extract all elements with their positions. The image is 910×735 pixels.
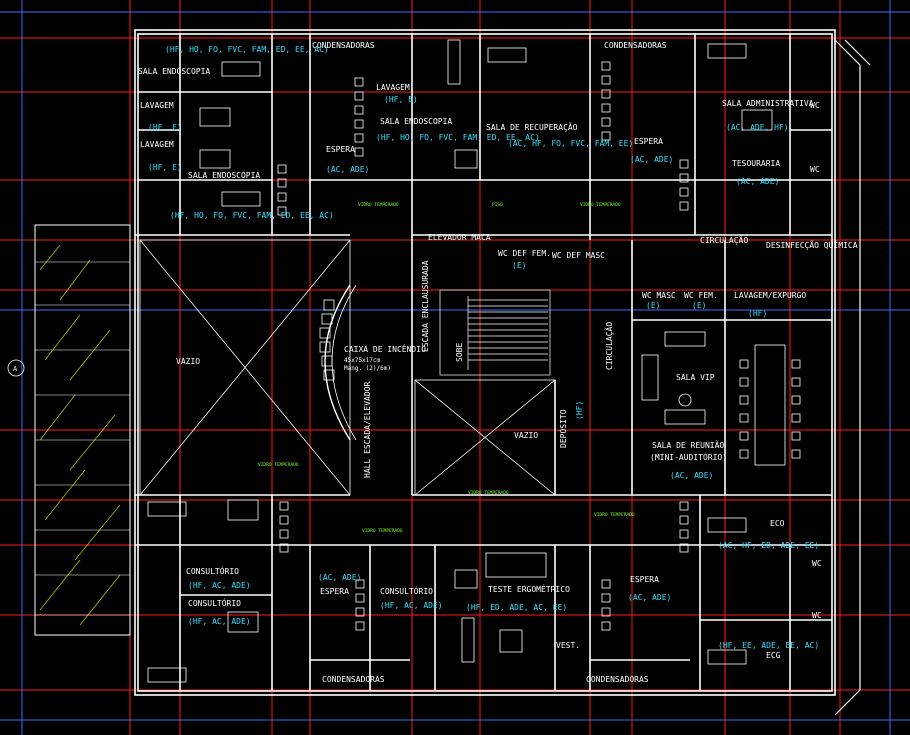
consultorio-2-spec: (HF, AC, ADE)	[188, 617, 251, 626]
vazio-left-void	[139, 239, 351, 496]
wc-def-fem: WC DEF FEM.	[498, 249, 551, 258]
section-marker-label: A	[13, 365, 18, 373]
lavagem-2-spec: (HF, E)	[148, 163, 182, 172]
espera-top-left: ESPERA	[326, 145, 355, 154]
espera-bottom-left: ESPERA	[320, 587, 349, 596]
lavagem-mid: LAVAGEM	[376, 83, 410, 92]
desinfeccao-quimica: DESINFECÇÃO QUÍMICA	[766, 239, 858, 250]
espera-top-right: ESPERA	[634, 137, 663, 146]
wc-masc-spec: (E)	[646, 301, 660, 310]
ecg-spec: (HF, EE, ADE, EE, AC)	[718, 641, 819, 650]
lavagem-expurgo: LAVAGEM/EXPURGO	[734, 291, 806, 300]
ecg: ECG	[766, 651, 781, 660]
right-facade	[834, 39, 871, 716]
espera-top-right-spec: (AC, ADE)	[630, 155, 673, 164]
glass-facade	[34, 224, 131, 636]
espera-bottom-left-spec: (AC, ADE)	[318, 573, 361, 582]
condensadoras-top-left: CONDENSADORAS	[312, 41, 375, 50]
subida: SOBE	[455, 343, 464, 362]
stair	[439, 289, 551, 376]
sala-recuperacao-spec: (AC, HF, FO, FVC, FAM, EE)	[508, 139, 633, 148]
espera-bottom-right-spec: (AC, ADE)	[628, 593, 671, 602]
vidro-temperado-note-4: VIDRO TEMPERADO	[468, 490, 509, 496]
espera-top-left-spec: (AC, ADE)	[326, 165, 369, 174]
hall-escada: HALL ESCADA/ELEVADOR	[363, 381, 372, 478]
wc-masc: WC MASC	[642, 291, 676, 300]
consultorio-1: CONSULTÓRIO	[186, 565, 239, 576]
vazio-center: VAZIO	[514, 431, 538, 440]
condensadoras-top-right: CONDENSADORAS	[604, 41, 667, 50]
deposito: DEPÓSITO	[557, 409, 568, 448]
vidro-temperado-note-6: VIDRO TEMPERADO	[362, 528, 403, 534]
escada-enclausurada: ESCADA ENCLAUSURADA	[421, 260, 430, 352]
vidro-temperado-note-3: VIDRO TEMPERADO	[258, 462, 299, 468]
sala-recuperacao: SALA DE RECUPERAÇÃO	[486, 122, 578, 132]
espera-bottom-right: ESPERA	[630, 575, 659, 584]
circulacao-top: CIRCULAÇÃO	[700, 235, 748, 245]
wc-def-fem-spec: (E)	[512, 261, 526, 270]
lavagem-mid-spec: (HF, E)	[384, 95, 418, 104]
lavagem-1-spec: (HF, E)	[148, 123, 182, 132]
caixa-incendio: CAIXA DE INCÊNDIO	[344, 343, 426, 354]
piso-note: PISO	[492, 202, 503, 208]
sala-reuniao-spec: (AC, ADE)	[670, 471, 713, 480]
wc-bottom-2: WC	[812, 611, 822, 620]
consultorio-3-spec: (HF, AC, ADE)	[380, 601, 443, 610]
circulacao-mid: CIRCULAÇÃO	[604, 322, 614, 370]
teste-ergometrico: TESTE ERGOMÉTRICO	[488, 583, 570, 594]
eco-spec: (AC, HF, ED, ADE, EE)	[718, 541, 819, 550]
sala-endoscopia-mid-spec: (HF, HO, FO, FVC, FAM, ED, EE, AC)	[376, 133, 540, 142]
tesouraria: TESOURARIA	[732, 159, 780, 168]
vidro-temperado-note-1: VIDRO TEMPERADO	[358, 202, 399, 208]
section-marker: A	[7, 359, 25, 377]
deposito-spec: (HF)	[575, 401, 584, 420]
lavagem-2: LAVAGEM	[140, 140, 174, 149]
tesouraria-spec: (AC, ADE)	[736, 177, 779, 186]
vest: VEST.	[556, 641, 580, 650]
caixa-incendio-dims: 45x75x17cm	[344, 357, 381, 364]
sala-endoscopia-bottom: SALA ENDOSCOPIA	[188, 171, 260, 180]
sala-reuniao: SALA DE REUNIÃO	[652, 440, 724, 450]
eco: ECO	[770, 519, 785, 528]
condensadoras-bottom-left: CONDENSADORAS	[322, 675, 385, 684]
sala-vip: SALA VIP	[676, 373, 715, 382]
annotations: VIDRO TEMPERADO VIDRO TEMPERADO VIDRO TE…	[258, 202, 635, 534]
teste-ergometrico-spec: (HF, ED, ADE, AC, EE)	[466, 603, 567, 612]
wc-bottom-1: WC	[812, 559, 822, 568]
curved-wall	[324, 284, 351, 441]
lavagem-expurgo-spec: (HF)	[748, 309, 767, 318]
consultorio-1-spec: (HF, AC, ADE)	[188, 581, 251, 590]
wc-def-masc: WC DEF MASC	[552, 251, 605, 260]
sala-endoscopia-mid: SALA ENDOSCOPIA	[380, 117, 452, 126]
sala-endoscopia-bottom-spec: (HF, HO, FO, FVC, FAM, ED, EE, AC)	[170, 211, 334, 220]
caixa-incendio-mang: Mang. (2)/6m)	[344, 365, 391, 372]
consultorio-3: CONSULTÓRIO	[380, 585, 433, 596]
wc-mid: WC	[810, 165, 820, 174]
sala-endoscopia-top: SALA ENDOSCOPIA	[138, 67, 210, 76]
sala-endoscopia-top-spec: (HF, HO, FO, FVC, FAM, ED, EE, AC)	[165, 45, 329, 54]
sala-reuniao-sub: (MINI-AUDITÓRIO)	[650, 451, 727, 462]
vidro-temperado-note-5: VIDRO TEMPERADO	[594, 512, 635, 518]
wc-top: WC	[810, 101, 820, 110]
vidro-temperado-note-2: VIDRO TEMPERADO	[580, 202, 621, 208]
furniture	[147, 39, 801, 683]
wc-fem: WC FEM.	[684, 291, 718, 300]
sala-administrativa: SALA ADMINISTRATIVA	[722, 99, 814, 108]
lavagem-1: LAVAGEM	[140, 101, 174, 110]
sala-administrativa-spec: (AC, ADE, HF)	[726, 123, 789, 132]
vazio-left: VAZIO	[176, 357, 200, 366]
condensadoras-bottom-right: CONDENSADORAS	[586, 675, 649, 684]
vazio-center-void	[414, 379, 556, 496]
wc-fem-spec: (E)	[692, 301, 706, 310]
elevador-maca: ELEVADOR MACA	[428, 233, 491, 242]
room-labels: CONDENSADORAS CONDENSADORAS (HF, HO, FO,…	[138, 41, 858, 684]
consultorio-2: CONSULTÓRIO	[188, 597, 241, 608]
